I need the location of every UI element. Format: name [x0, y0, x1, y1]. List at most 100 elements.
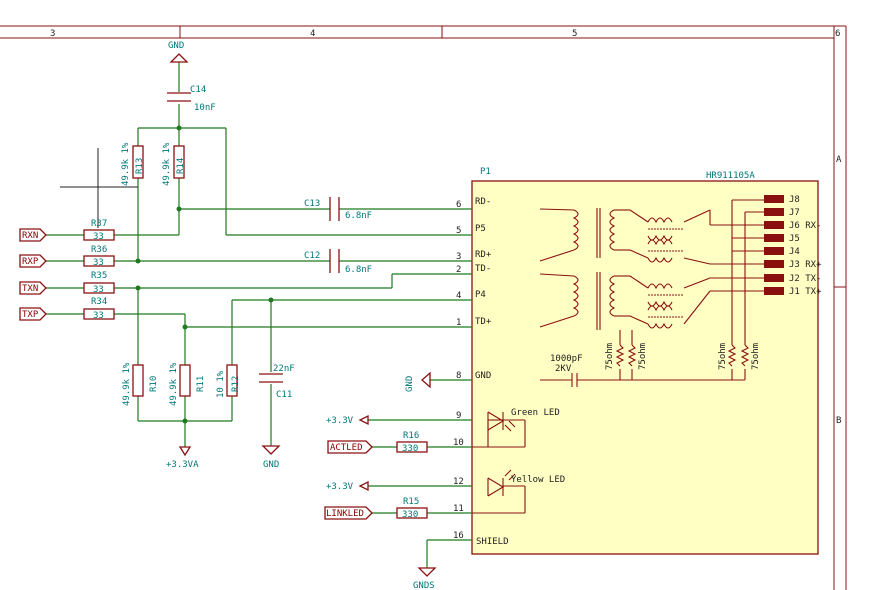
p1-hv-cap-voltage: 2KV [555, 364, 572, 374]
r35-resistor[interactable]: R35 33 [83, 271, 115, 295]
svg-text:22nF: 22nF [273, 364, 295, 374]
transformer-rx [572, 208, 764, 265]
p1-pin-12-num: 12 [453, 477, 464, 487]
frame-col-4: 4 [310, 29, 315, 39]
svg-text:R13: R13 [135, 158, 145, 174]
net-label-txp[interactable]: TXP [19, 307, 47, 321]
yellow-led-label: Yellow LED [511, 475, 565, 485]
r13-resistor[interactable]: R13 49.9k 1% [121, 142, 145, 186]
net-label-rxn[interactable]: RXN [19, 228, 47, 242]
r12-resistor[interactable]: R12 10 1% [216, 364, 241, 398]
drawing-frame: 3 4 5 6 A B [0, 25, 847, 590]
svg-text:R15: R15 [403, 497, 419, 507]
p1-pin-16-name: SHIELD [476, 537, 509, 547]
svg-text:R35: R35 [91, 271, 107, 281]
p1-connector-body[interactable] [471, 180, 819, 555]
r34-resistor[interactable]: R34 33 [83, 297, 115, 321]
svg-text:33: 33 [93, 311, 104, 321]
p1-pin-2-name: TD- [475, 264, 491, 274]
c11-capacitor[interactable]: 22nF C11 [259, 364, 295, 400]
svg-text:J3 RX+: J3 RX+ [789, 260, 822, 270]
p1-term-r4: 75ohm [751, 343, 761, 370]
c12-capacitor[interactable]: C12 6.8nF [304, 249, 372, 275]
svg-text:LINKLED: LINKLED [326, 509, 364, 519]
svg-text:49.9k 1%: 49.9k 1% [122, 362, 132, 406]
green-led [472, 411, 526, 448]
svg-text:ACTLED: ACTLED [330, 443, 363, 453]
p1-pin-8-num: 8 [456, 371, 461, 381]
svg-text:C13: C13 [304, 199, 320, 209]
p1-pin-6-num: 6 [456, 200, 461, 210]
r37-resistor[interactable]: R37 33 [83, 219, 115, 242]
net-label-actled[interactable]: ACTLED [327, 440, 373, 454]
frame-col-6: 6 [835, 29, 840, 39]
frame-col-5: 5 [572, 29, 577, 39]
gnd-p1-symbol: GND [405, 371, 431, 392]
junction-dots [135, 125, 274, 424]
p1-pin-2-num: 2 [456, 265, 461, 275]
svg-text:J2 TX-: J2 TX- [789, 274, 822, 284]
c14-capacitor[interactable]: C14 10nF [167, 85, 216, 113]
svg-text:R34: R34 [91, 297, 107, 307]
svg-text:J6 RX-: J6 RX- [789, 221, 822, 231]
r14-resistor[interactable]: R14 49.9k 1% [162, 142, 186, 186]
svg-text:330: 330 [402, 510, 418, 520]
p1-part: HR911105A [706, 171, 755, 181]
svg-text:R12: R12 [231, 376, 241, 392]
p1-pin-8-name: GND [475, 371, 491, 381]
svg-text:49.9k 1%: 49.9k 1% [169, 362, 179, 406]
svg-text:C14: C14 [190, 85, 206, 95]
svg-text:GND: GND [405, 376, 415, 392]
svg-text:R37: R37 [91, 219, 107, 229]
p1-jack-contacts [764, 195, 784, 295]
svg-text:33: 33 [93, 285, 104, 295]
svg-text:RXP: RXP [22, 257, 39, 267]
svg-text:+3.3V: +3.3V [326, 482, 354, 492]
frame-row-b: B [836, 416, 841, 426]
r11-resistor[interactable]: R11 49.9k 1% [169, 362, 206, 406]
r36-resistor[interactable]: R36 33 [83, 245, 115, 268]
wires [46, 62, 472, 568]
svg-text:GND: GND [168, 41, 184, 51]
svg-text:R36: R36 [91, 245, 107, 255]
net-label-linkled[interactable]: LINKLED [324, 506, 373, 520]
svg-text:33: 33 [93, 258, 104, 268]
svg-text:49.9k 1%: 49.9k 1% [162, 142, 172, 186]
svg-text:33: 33 [93, 232, 104, 242]
p1-jack-labels: J8 J7 J6 RX- J5 J4 J3 RX+ J2 TX- J1 TX+ [789, 195, 822, 297]
green-led-label: Green LED [511, 408, 560, 418]
p1-term-r3: 75ohm [718, 343, 728, 370]
svg-text:C12: C12 [304, 251, 320, 261]
c13-capacitor[interactable]: C13 6.8nF [304, 197, 372, 221]
r15-resistor[interactable]: R15 330 [396, 497, 428, 520]
svg-text:6.8nF: 6.8nF [345, 265, 372, 275]
p1-pin-1-num: 1 [456, 318, 461, 328]
r10-resistor[interactable]: R10 49.9k 1% [122, 362, 159, 406]
transformer-tx [539, 208, 764, 330]
p1-pin-4-name: P4 [475, 290, 486, 300]
net-label-rxp[interactable]: RXP [19, 254, 47, 268]
r16-resistor[interactable]: R16 330 [396, 431, 428, 454]
frame-col-3: 3 [50, 29, 55, 39]
p1-term-r1: 75ohm [605, 343, 615, 370]
svg-text:49.9k 1%: 49.9k 1% [121, 142, 131, 186]
svg-text:R16: R16 [403, 431, 419, 441]
svg-text:6.8nF: 6.8nF [345, 211, 372, 221]
svg-text:J1 TX+: J1 TX+ [789, 287, 822, 297]
p1-pin-6-name: RD- [475, 197, 491, 207]
svg-text:J8: J8 [789, 195, 800, 205]
p1-pin-10-num: 10 [453, 438, 464, 448]
svg-text:GNDS: GNDS [413, 581, 435, 590]
net-label-txn[interactable]: TXN [19, 281, 47, 295]
p1-pin-1-name: TD+ [475, 317, 492, 327]
frame-row-a: A [836, 155, 842, 165]
gnd-c11-symbol: GND [261, 445, 281, 470]
p1-pin-3-name: RD+ [475, 250, 492, 260]
svg-text:R10: R10 [149, 376, 159, 392]
svg-text:R14: R14 [176, 158, 186, 174]
p1-pin-11-num: 11 [453, 504, 464, 514]
v33-1-symbol: +3.3V [326, 414, 369, 426]
svg-text:GND: GND [263, 460, 279, 470]
svg-text:TXN: TXN [22, 284, 38, 294]
